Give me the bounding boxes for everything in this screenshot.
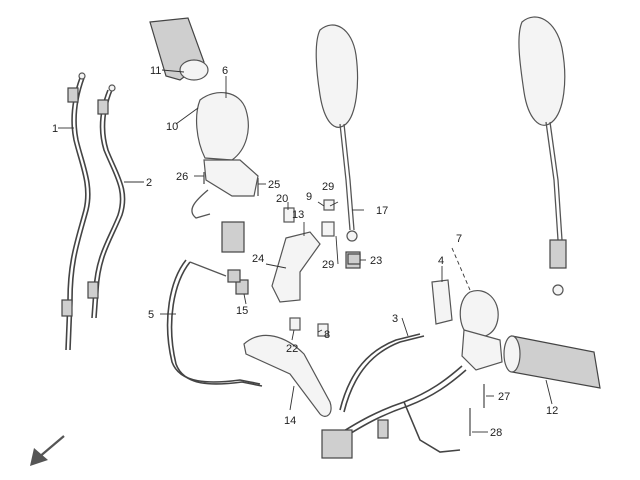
label-22: 22 — [286, 343, 298, 355]
throttle-cable-2 — [87, 84, 126, 319]
screws — [203, 172, 485, 436]
label-29-upper: 29 — [322, 181, 334, 193]
label-5: 5 — [148, 309, 154, 321]
label-9: 9 — [306, 191, 312, 203]
label-28: 28 — [490, 427, 502, 439]
label-10: 10 — [166, 121, 178, 133]
right-mirror — [518, 16, 567, 296]
label-1: 1 — [52, 123, 58, 135]
label-26: 26 — [176, 171, 188, 183]
label-4: 4 — [438, 255, 444, 267]
label-27: 27 — [498, 391, 510, 403]
left-switch-housing-6 — [191, 92, 259, 253]
small-fittings — [323, 199, 361, 265]
label-23: 23 — [370, 255, 382, 267]
label-29-lower: 29 — [322, 259, 334, 271]
label-11: 11 — [150, 65, 161, 77]
right-switch-housing-7 — [321, 279, 503, 459]
label-17: 17 — [376, 205, 388, 217]
left-grip-11 — [149, 17, 209, 81]
right-grip-12 — [503, 335, 601, 389]
clutch-lever-assembly — [166, 207, 335, 417]
label-8: 8 — [324, 329, 330, 341]
throttle-cable-1 — [61, 72, 91, 351]
leader-lines — [58, 69, 553, 433]
label-2: 2 — [146, 177, 152, 189]
label-20: 20 — [276, 193, 288, 205]
label-25: 25 — [268, 179, 280, 191]
label-12: 12 — [546, 405, 558, 417]
label-3: 3 — [392, 313, 398, 325]
label-14: 14 — [284, 415, 296, 427]
label-15: 15 — [236, 305, 248, 317]
label-6: 6 — [222, 65, 228, 77]
label-24: 24 — [252, 253, 264, 265]
label-13: 13 — [292, 209, 304, 221]
part-labels: 1 2 3 4 5 6 7 8 9 10 11 12 13 14 15 17 2… — [52, 65, 558, 439]
arrow-down-left-icon — [30, 435, 65, 466]
label-7: 7 — [456, 233, 462, 245]
